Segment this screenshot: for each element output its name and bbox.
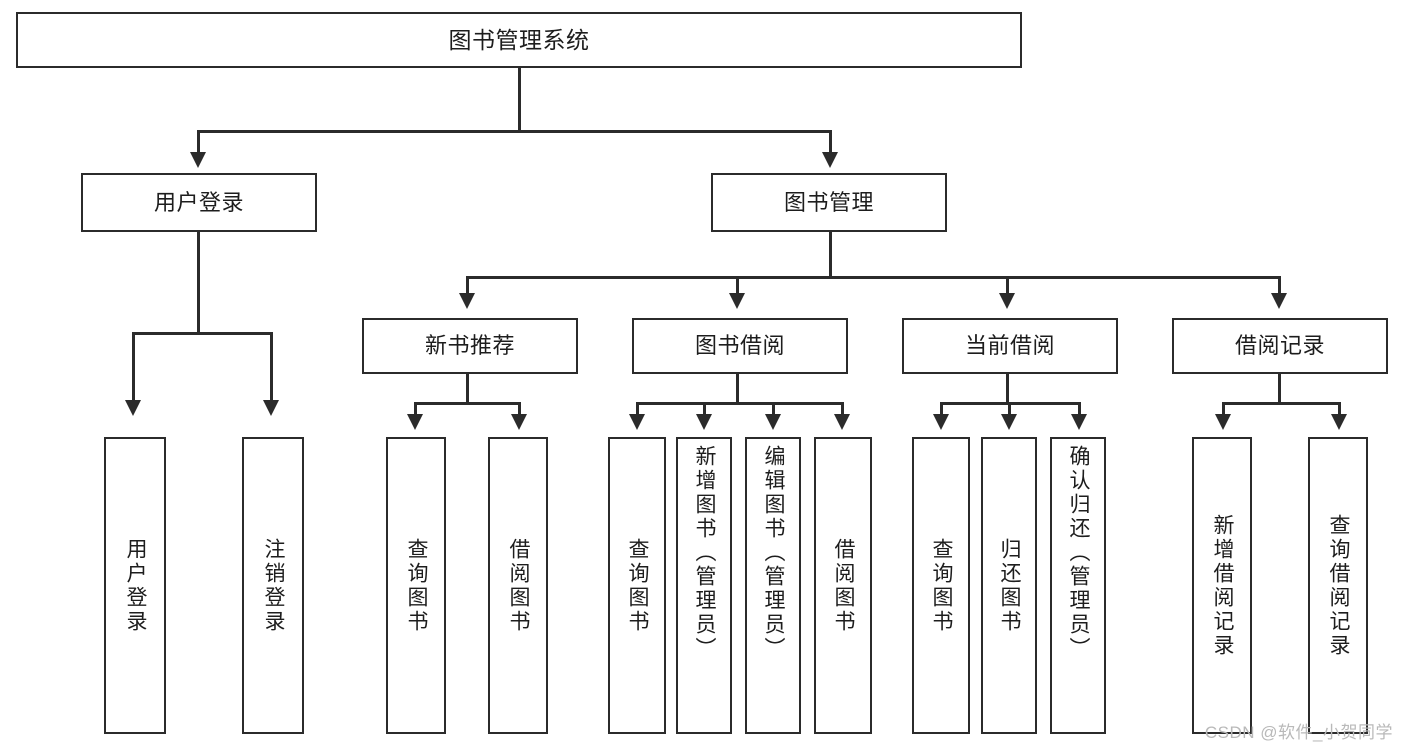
arrow-to-book-borrow (729, 293, 745, 309)
leaf-add-book-label: 新增图书（管理员） (693, 445, 717, 661)
arrow-to-leaf-logout-login (263, 400, 279, 416)
leaf-return-book-label: 归还图书 (998, 537, 1022, 634)
leaf-query-book-3-label: 查询图书 (930, 537, 954, 634)
node-root-label: 图书管理系统 (448, 26, 590, 53)
connector-newbook-trunk (466, 374, 469, 404)
connector-currentborrow-trunk (1006, 374, 1009, 404)
leaf-edit-book-label: 编辑图书（管理员） (762, 445, 786, 661)
connector-borrowrecord-bus (1222, 402, 1340, 405)
node-book-borrow[interactable]: 图书借阅 (632, 318, 848, 374)
connector-bookmanage-drop-4 (1278, 276, 1281, 298)
connector-newbook-bus (414, 402, 520, 405)
arrow-to-leaf-query-book-1 (407, 414, 423, 430)
leaf-query-record-label: 查询借阅记录 (1327, 513, 1351, 658)
node-user-login-label: 用户登录 (153, 189, 244, 215)
connector-bookmanage-trunk (829, 232, 832, 278)
connector-borrowrecord-drop-2 (1338, 402, 1341, 416)
arrow-to-leaf-query-book-3 (933, 414, 949, 430)
connector-userlogin-trunk (197, 232, 200, 334)
arrow-to-borrow-record (1271, 293, 1287, 309)
leaf-query-record[interactable]: 查询借阅记录 (1308, 437, 1368, 734)
node-new-book-rec-label: 新书推荐 (424, 333, 515, 359)
connector-bookborrow-drop-4 (841, 402, 844, 416)
leaf-borrow-book-1-label: 借阅图书 (507, 537, 531, 634)
node-root[interactable]: 图书管理系统 (16, 12, 1022, 68)
leaf-add-book[interactable]: 新增图书（管理员） (676, 437, 732, 734)
node-new-book-rec[interactable]: 新书推荐 (362, 318, 578, 374)
leaf-query-book-3[interactable]: 查询图书 (912, 437, 970, 734)
node-book-manage-label: 图书管理 (783, 189, 874, 215)
leaf-query-book-1-label: 查询图书 (405, 537, 429, 634)
connector-bookborrow-drop-3 (772, 402, 775, 416)
connector-bookmanage-bus (466, 276, 1280, 279)
arrow-to-book-manage (822, 152, 838, 168)
node-current-borrow-label: 当前借阅 (964, 333, 1055, 359)
arrow-to-leaf-borrow-book-2 (834, 414, 850, 430)
connector-bookborrow-trunk (736, 374, 739, 404)
leaf-confirm-return-label: 确认归还（管理员） (1067, 445, 1091, 661)
arrow-to-user-login (190, 152, 206, 168)
connector-userlogin-bus (132, 332, 272, 335)
leaf-logout-login[interactable]: 注销登录 (242, 437, 304, 734)
leaf-query-book-2-label: 查询图书 (626, 537, 650, 634)
node-user-login[interactable]: 用户登录 (81, 173, 317, 232)
connector-root-drop-right (829, 130, 832, 156)
arrow-to-leaf-confirm-return (1071, 414, 1087, 430)
connector-root-bus (197, 130, 831, 133)
leaf-add-record-label: 新增借阅记录 (1211, 513, 1235, 658)
leaf-edit-book[interactable]: 编辑图书（管理员） (745, 437, 801, 734)
leaf-return-book[interactable]: 归还图书 (981, 437, 1037, 734)
arrow-to-leaf-add-record (1215, 414, 1231, 430)
node-borrow-record[interactable]: 借阅记录 (1172, 318, 1388, 374)
leaf-borrow-book-1[interactable]: 借阅图书 (488, 437, 548, 734)
connector-bookmanage-drop-1 (466, 276, 469, 298)
arrow-to-leaf-query-book-2 (629, 414, 645, 430)
arrow-to-leaf-return-book (1001, 414, 1017, 430)
connector-currentborrow-drop-1 (940, 402, 943, 416)
node-current-borrow[interactable]: 当前借阅 (902, 318, 1118, 374)
connector-root-drop-left (197, 130, 200, 156)
connector-newbook-drop-1 (414, 402, 417, 416)
node-book-borrow-label: 图书借阅 (694, 333, 785, 359)
connector-bookborrow-drop-2 (703, 402, 706, 416)
arrow-to-leaf-edit-book (765, 414, 781, 430)
connector-currentborrow-drop-2 (1008, 402, 1011, 416)
connector-bookmanage-drop-2 (736, 276, 739, 298)
arrow-to-current-borrow (999, 293, 1015, 309)
leaf-query-book-2[interactable]: 查询图书 (608, 437, 666, 734)
connector-userlogin-drop-1 (132, 332, 135, 404)
leaf-borrow-book-2-label: 借阅图书 (832, 537, 856, 634)
leaf-logout-login-label: 注销登录 (262, 537, 286, 634)
leaf-user-login-label: 用户登录 (124, 537, 148, 634)
arrow-to-leaf-borrow-book-1 (511, 414, 527, 430)
arrow-to-leaf-query-record (1331, 414, 1347, 430)
node-borrow-record-label: 借阅记录 (1234, 333, 1325, 359)
connector-borrowrecord-trunk (1278, 374, 1281, 404)
arrow-to-new-book-rec (459, 293, 475, 309)
leaf-confirm-return[interactable]: 确认归还（管理员） (1050, 437, 1106, 734)
watermark-text: CSDN @软件_小贺同学 (1204, 723, 1393, 742)
connector-root-trunk (518, 68, 521, 132)
arrow-to-leaf-add-book (696, 414, 712, 430)
arrow-to-leaf-user-login (125, 400, 141, 416)
leaf-user-login[interactable]: 用户登录 (104, 437, 166, 734)
connector-newbook-drop-2 (518, 402, 521, 416)
leaf-query-book-1[interactable]: 查询图书 (386, 437, 446, 734)
connector-borrowrecord-drop-1 (1222, 402, 1225, 416)
connector-bookmanage-drop-3 (1006, 276, 1009, 298)
connector-userlogin-drop-2 (270, 332, 273, 404)
leaf-borrow-book-2[interactable]: 借阅图书 (814, 437, 872, 734)
leaf-add-record[interactable]: 新增借阅记录 (1192, 437, 1252, 734)
connector-currentborrow-drop-3 (1078, 402, 1081, 416)
connector-bookborrow-drop-1 (636, 402, 639, 416)
connector-bookborrow-bus (636, 402, 842, 405)
node-book-manage[interactable]: 图书管理 (711, 173, 947, 232)
